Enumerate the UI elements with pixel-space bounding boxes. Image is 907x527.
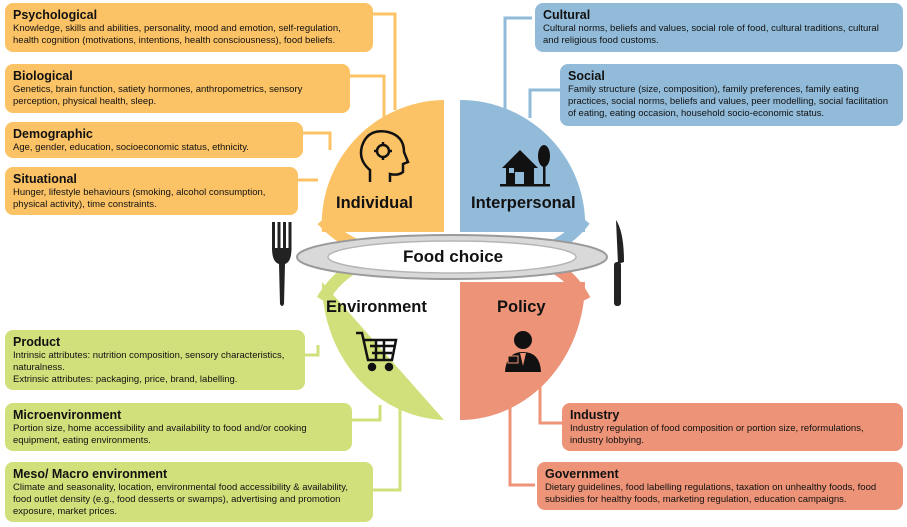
social-title: Social [568,69,605,83]
knife-icon [614,220,624,306]
microenvironment-title: Microenvironment [13,408,122,422]
quadrant-policy [460,282,585,420]
businessman-icon [505,331,541,372]
environment-label: Environment [326,298,427,316]
product-box: Product Intrinsic attributes: nutrition … [5,330,305,390]
biological-title: Biological [13,69,73,83]
product-text-2: Extrinsic attributes: packaging, price, … [13,374,238,386]
demographic-title: Demographic [13,127,93,141]
demographic-box: Demographic Age, gender, education, soci… [5,122,303,158]
biological-text: Genetics, brain function, satiety hormon… [13,84,303,108]
psychological-text: Knowledge, skills and abilities, persona… [13,23,341,47]
connector-lines [297,12,562,492]
government-text: Dietary guidelines, food labelling regul… [545,482,877,506]
food-choice-label: Food choice [403,247,504,266]
microenvironment-text: Portion size, home accessibility and ava… [13,423,307,447]
government-box: Government Dietary guidelines, food labe… [537,462,903,510]
social-box: Social Family structure (size, compositi… [560,64,903,126]
shopping-cart-icon [356,331,398,372]
government-title: Government [545,467,619,481]
situational-box: Situational Hunger, lifestyle behaviours… [5,167,298,215]
psychological-title: Psychological [13,8,98,22]
industry-title: Industry [570,408,620,422]
macro-environment-text: Climate and seasonality, location, envir… [13,482,348,518]
fork-icon [272,222,292,306]
industry-box: Industry Industry regulation of food com… [562,403,903,451]
microenvironment-box: Microenvironment Portion size, home acce… [5,403,352,451]
head-brain-icon [359,130,410,182]
policy-label: Policy [497,298,546,316]
macro-environment-box: Meso/ Macro environment Climate and seas… [5,462,373,522]
social-text: Family structure (size, composition), fa… [568,84,888,120]
situational-text: Hunger, lifestyle behaviours (smoking, a… [13,187,266,211]
macro-environment-title: Meso/ Macro environment [13,467,168,481]
industry-text: Industry regulation of food composition … [570,423,864,447]
cultural-box: Cultural Cultural norms, beliefs and val… [535,3,903,52]
situational-title: Situational [13,172,77,186]
individual-label: Individual [336,194,414,212]
cultural-title: Cultural [543,8,591,22]
psychological-box: Psychological Knowledge, skills and abil… [5,3,373,52]
demographic-text: Age, gender, education, socioeconomic st… [13,142,249,153]
product-title: Product [13,335,61,349]
product-text: Intrinsic attributes: nutrition composit… [13,350,285,374]
house-tree-icon [500,145,550,187]
biological-box: Biological Genetics, brain function, sat… [5,64,350,113]
quadrant-individual [321,100,444,232]
cultural-text: Cultural norms, beliefs and values, soci… [543,23,879,47]
interpersonal-label: Interpersonal [471,194,576,212]
plate-icon [296,234,608,280]
